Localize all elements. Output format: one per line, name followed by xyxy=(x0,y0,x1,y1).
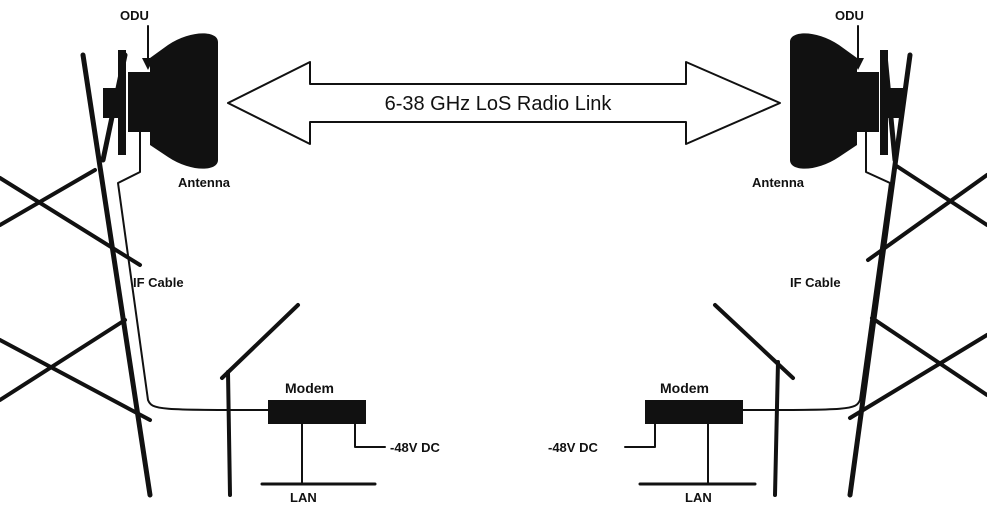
right-dish-antenna xyxy=(790,33,857,169)
right-odu-label: ODU xyxy=(835,8,864,23)
left-odu-label: ODU xyxy=(120,8,149,23)
left-modem-label: Modem xyxy=(285,380,334,396)
left-modem xyxy=(268,400,366,424)
right-site: ODU Antenna IF Cable Modem -48V DC LAN xyxy=(548,8,987,505)
left-if-cable xyxy=(117,131,271,411)
left-tower xyxy=(0,52,153,498)
radio-link-arrow: 6-38 GHz LoS Radio Link xyxy=(227,61,781,145)
left-dish-antenna xyxy=(150,33,218,169)
right-dc-label: -48V DC xyxy=(548,440,598,455)
radio-link-label: 6-38 GHz LoS Radio Link xyxy=(385,93,613,115)
right-odu-unit xyxy=(857,50,903,155)
right-if-cable xyxy=(739,131,891,411)
right-modem-label: Modem xyxy=(660,380,709,396)
right-modem xyxy=(645,400,743,424)
right-lan-label: LAN xyxy=(685,490,712,505)
left-dc-label: -48V DC xyxy=(390,440,440,455)
left-antenna-label: Antenna xyxy=(178,175,231,190)
left-odu-unit xyxy=(103,50,150,155)
right-modem-pole xyxy=(713,303,795,497)
right-antenna-label: Antenna xyxy=(752,175,805,190)
left-if-cable-label: IF Cable xyxy=(133,275,184,290)
left-site: ODU Antenna IF Cable Modem -48V DC LAN xyxy=(0,8,440,505)
left-lan-label: LAN xyxy=(290,490,317,505)
left-modem-pole xyxy=(220,303,300,497)
left-dc-line xyxy=(354,423,386,448)
right-dc-line xyxy=(624,423,656,448)
right-if-cable-label: IF Cable xyxy=(790,275,841,290)
